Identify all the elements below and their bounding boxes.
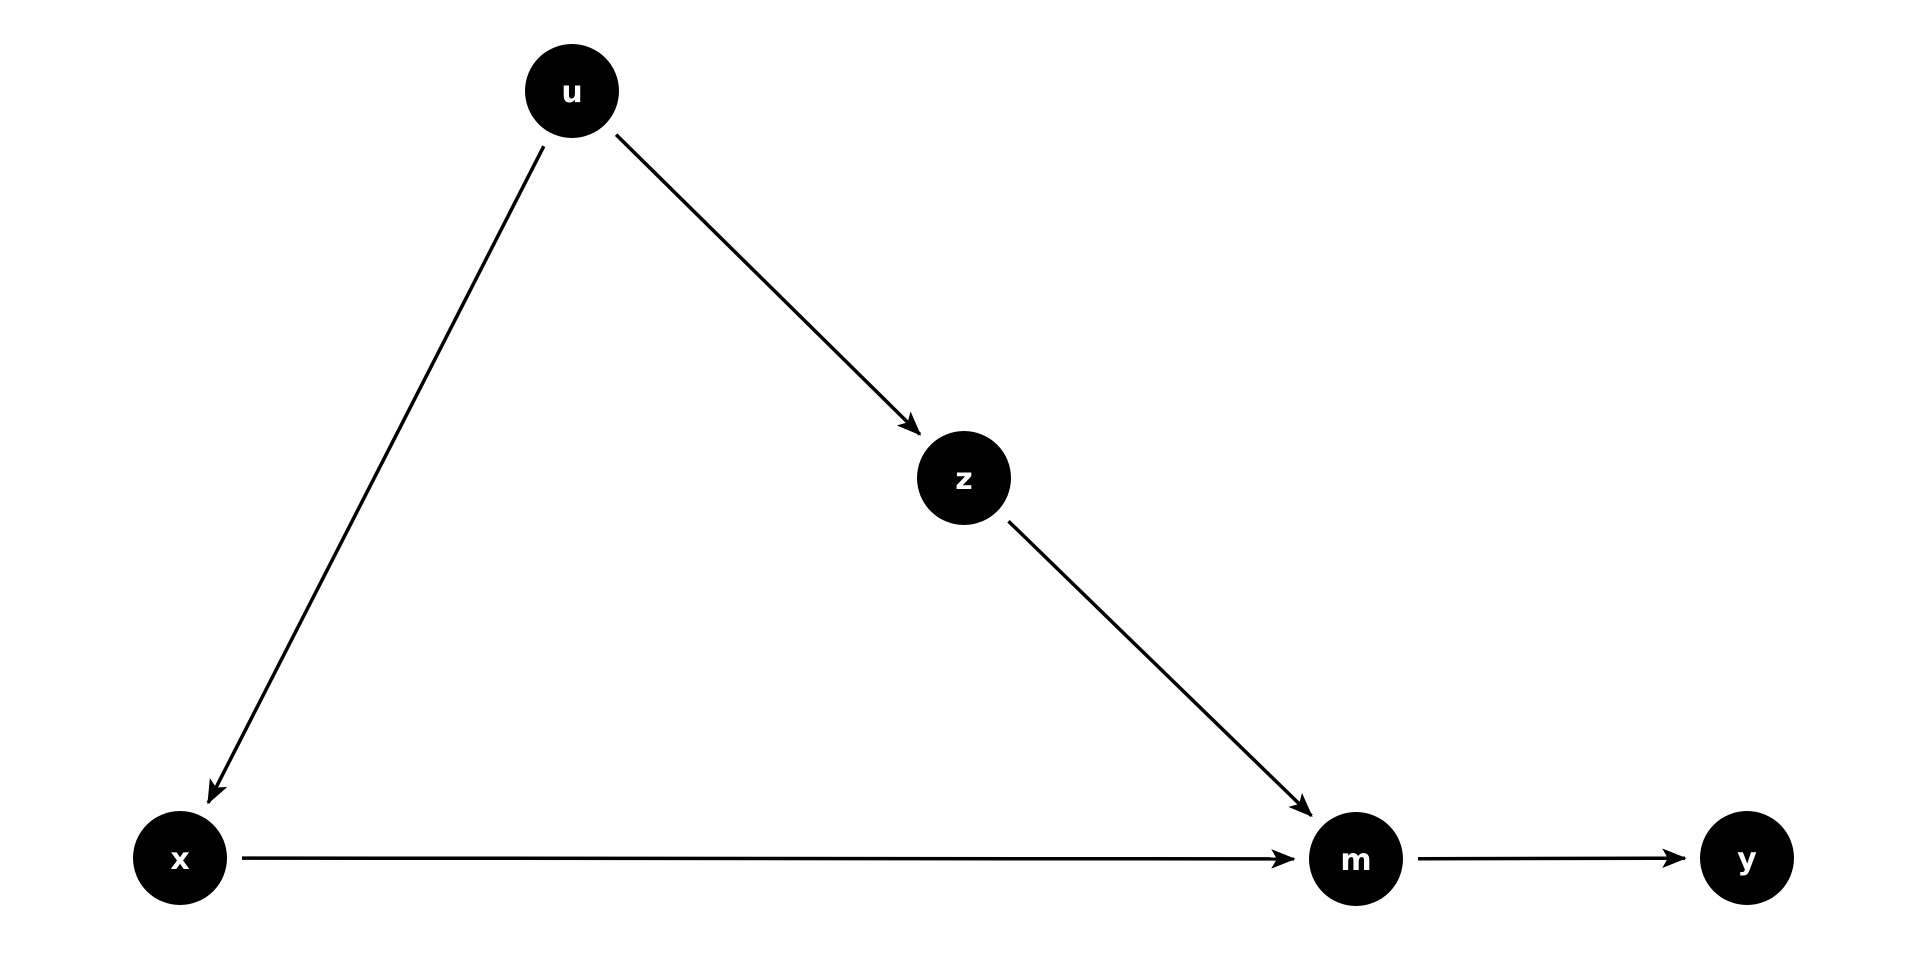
- node-u-circle: [525, 44, 619, 138]
- node-y-circle: [1700, 811, 1794, 905]
- node-u: u: [525, 44, 619, 138]
- edge-u-x: [206, 145, 546, 805]
- edge-m-y: [1417, 848, 1687, 869]
- edge-x-m: [241, 849, 1296, 869]
- node-m-circle: [1309, 812, 1403, 906]
- node-y: y: [1700, 811, 1794, 905]
- edge-z-m: [1007, 519, 1313, 818]
- node-z: z: [917, 431, 1011, 525]
- node-m: m: [1309, 812, 1403, 906]
- node-x: x: [133, 811, 227, 905]
- node-z-circle: [917, 431, 1011, 525]
- edge-u-z: [614, 133, 922, 436]
- node-x-circle: [133, 811, 227, 905]
